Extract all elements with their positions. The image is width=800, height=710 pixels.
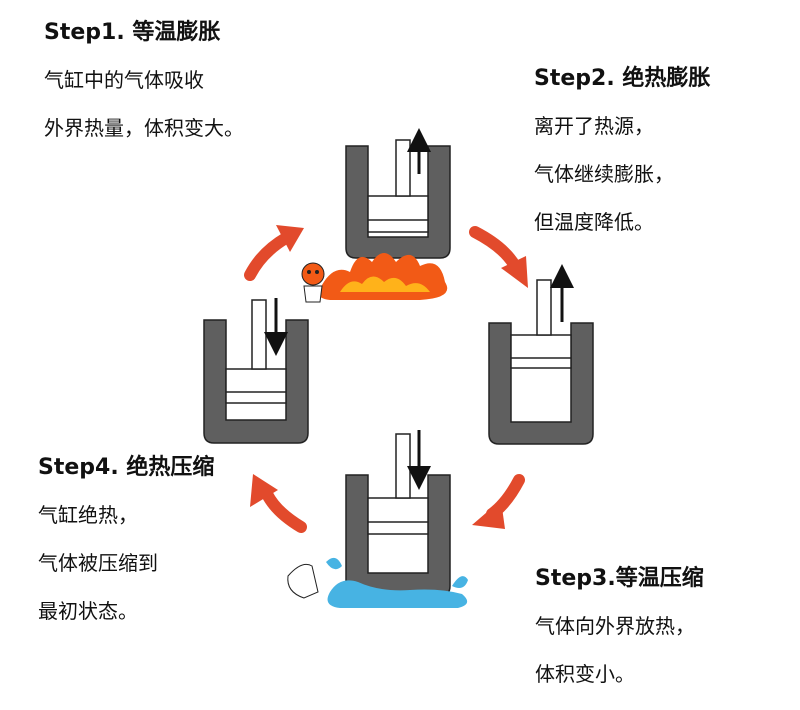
step2-line-2: 气体继续膨胀， xyxy=(534,162,674,186)
fire-flame-icon xyxy=(301,253,448,303)
step3-title: Step3.等温压缩 xyxy=(535,566,704,591)
cylinder-step3 xyxy=(345,430,451,597)
cycle-arrow-3-to-4 xyxy=(250,474,307,533)
step3-line-2: 体积变小。 xyxy=(535,662,635,686)
cylinder-step1 xyxy=(345,128,451,259)
step1-title: Step1. 等温膨胀 xyxy=(44,20,221,45)
step1-line-1: 气缸中的气体吸收 xyxy=(44,68,204,92)
step4-title: Step4. 绝热压缩 xyxy=(38,455,215,480)
cycle-arrow-4-to-1 xyxy=(244,225,304,281)
step4-line-2: 气体被压缩到 xyxy=(38,551,158,575)
cylinder-step2 xyxy=(488,264,594,445)
step1-line-2: 外界热量，体积变大。 xyxy=(44,116,244,140)
step4-line-1: 气缸绝热， xyxy=(38,503,138,527)
cycle-arrow-2-to-3 xyxy=(472,474,525,529)
water-splash-icon xyxy=(287,557,468,608)
step3-line-1: 气体向外界放热， xyxy=(535,614,695,638)
step2-line-1: 离开了热源， xyxy=(534,114,654,138)
step4-line-3: 最初状态。 xyxy=(38,599,138,623)
step1-block: Step1. 等温膨胀 气缸中的气体吸收 外界热量，体积变大。 xyxy=(44,18,244,138)
step2-title: Step2. 绝热膨胀 xyxy=(534,66,711,91)
step2-line-3: 但温度降低。 xyxy=(534,210,654,234)
step3-block: Step3.等温压缩 气体向外界放热， 体积变小。 xyxy=(535,564,704,684)
step2-block: Step2. 绝热膨胀 离开了热源， 气体继续膨胀， 但温度降低。 xyxy=(534,64,710,232)
cycle-arrow-1-to-2 xyxy=(469,226,528,288)
cylinder-step4 xyxy=(203,298,309,444)
step4-block: Step4. 绝热压缩 气缸绝热， 气体被压缩到 最初状态。 xyxy=(38,453,214,621)
